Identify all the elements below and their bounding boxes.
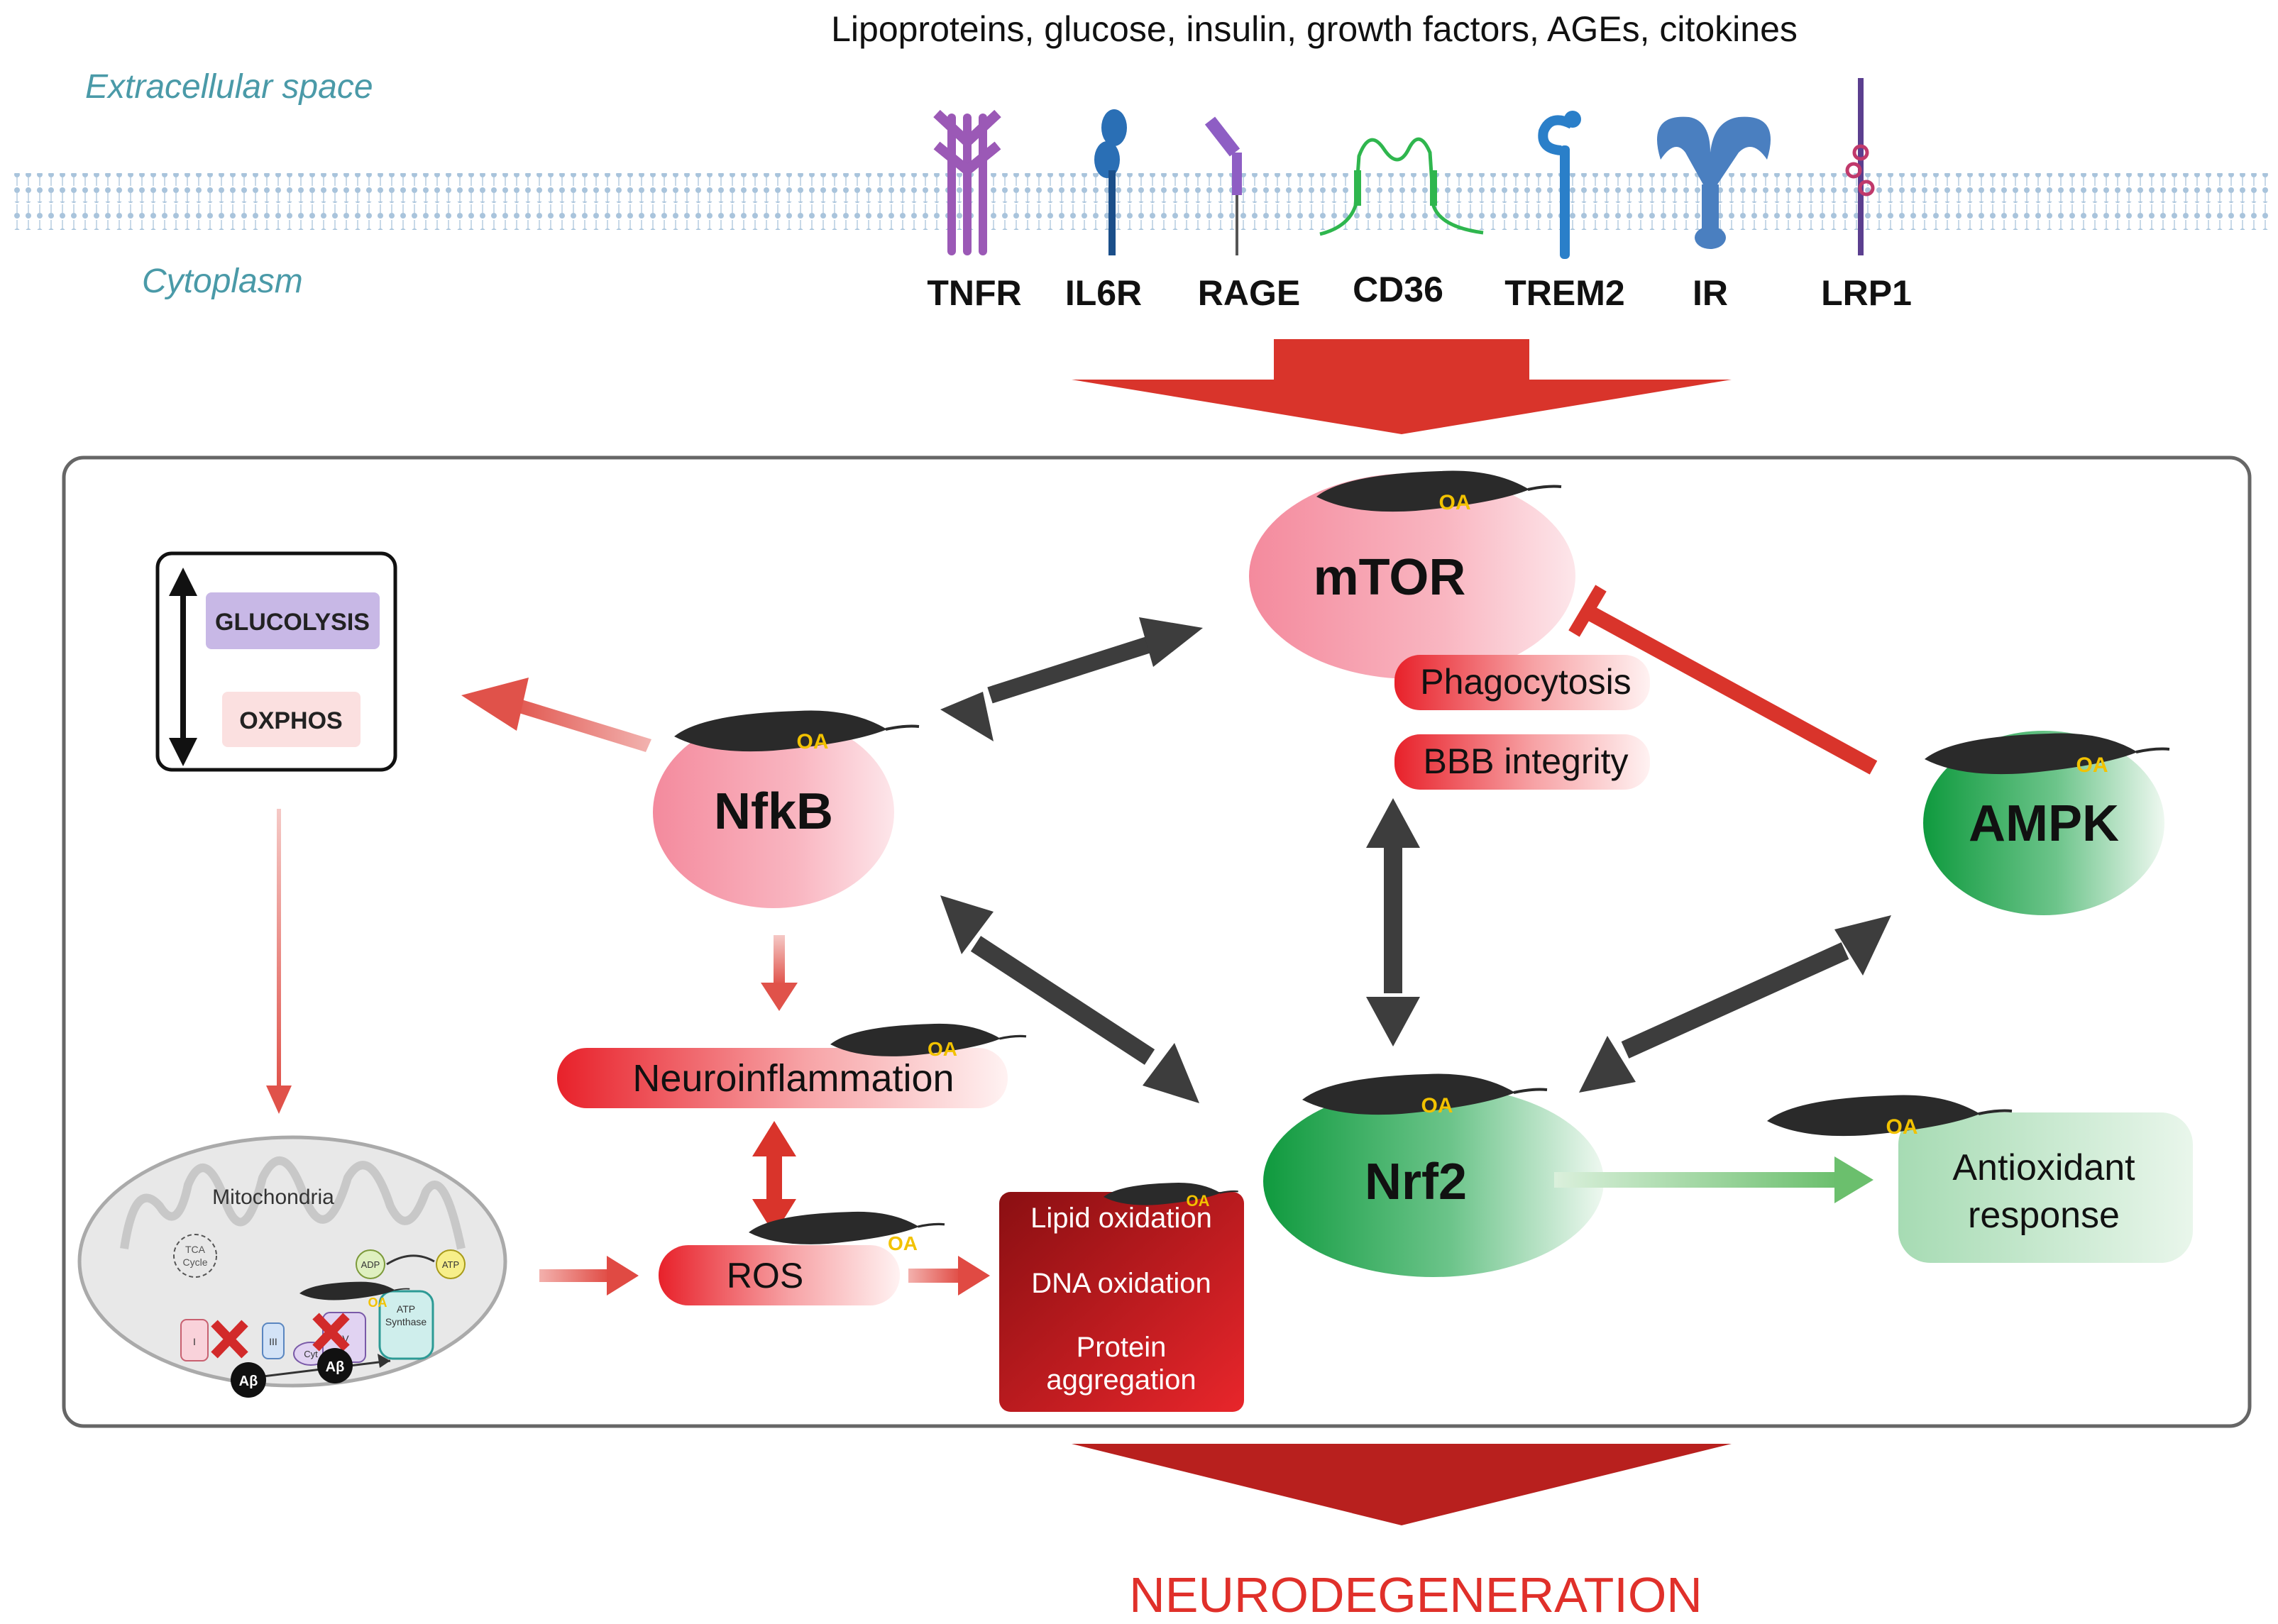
dna-oxidation-label: DNA oxidation — [1031, 1268, 1211, 1299]
ir-receptor-icon — [1657, 116, 1771, 249]
ros-to-damage-arrow — [908, 1256, 990, 1296]
mitochondria-icon: Mitochondria TCA Cycle ADP ATP I III Cyt… — [77, 1135, 507, 1398]
neuroinflammation-label: Neuroinflammation — [632, 1057, 954, 1100]
ampk-label: AMPK — [1969, 795, 2119, 852]
cytoplasm-label: Cytoplasm — [142, 263, 303, 300]
bbb-integrity-tag: BBB integrity — [1394, 734, 1650, 790]
cyt-label: Cyt — [304, 1349, 318, 1359]
abeta-label: Aβ — [326, 1359, 345, 1375]
complex-3-label: III — [269, 1336, 277, 1347]
neurodegeneration-label: NEURODEGENERATION — [1129, 1567, 1702, 1623]
mtor-node: mTOR OA — [1249, 469, 1575, 679]
oa-label: OA — [368, 1296, 387, 1310]
ampk-node: AMPK OA — [1923, 731, 2171, 915]
oa-label: OA — [1886, 1115, 1918, 1139]
ampk-inhibits-mtor-line — [1568, 585, 1878, 775]
protein-label: Protein — [1077, 1332, 1167, 1363]
ampk-nrf2-double-arrow — [1579, 915, 1891, 1093]
phagocytosis-label: Phagocytosis — [1420, 662, 1631, 702]
nrf2-to-antioxidant-arrow — [1554, 1156, 1873, 1203]
abeta-label: Aβ — [239, 1374, 258, 1389]
receptor-label: TREM2 — [1504, 273, 1624, 313]
tca-label-2: Cycle — [182, 1256, 207, 1268]
atp-synthase-label-1: ATP — [397, 1303, 415, 1315]
signal-down-arrow — [1072, 339, 1732, 434]
antioxidant-label-2: response — [1968, 1195, 2120, 1236]
mtor-nrf2-double-arrow — [1366, 798, 1420, 1046]
receptor-label: RAGE — [1198, 273, 1300, 313]
tca-label-1: TCA — [185, 1244, 206, 1255]
tnfr-receptor-icon — [933, 109, 1001, 255]
oa-label: OA — [1187, 1192, 1210, 1210]
down-arrow-icon — [169, 738, 197, 766]
nfkb-to-metabolism-arrow — [461, 678, 651, 752]
metabolism-box: GLUCOLYSIS OXPHOS — [155, 551, 397, 772]
cross-icon — [211, 1320, 248, 1359]
receptor-label: IR — [1693, 273, 1728, 313]
extracellular-space-label: Extracellular space — [85, 68, 373, 106]
ros-label: ROS — [727, 1256, 803, 1296]
oa-label: OA — [797, 730, 829, 753]
atp-synthase-label-2: Synthase — [385, 1316, 427, 1327]
lipid-oxidation-label: Lipid oxidation — [1030, 1203, 1212, 1234]
nfkb-node: NfkB OA — [653, 709, 920, 908]
ligands-label: Lipoproteins, glucose, insulin, growth f… — [831, 9, 1798, 49]
antioxidant-label-1: Antioxidant — [1952, 1147, 2135, 1188]
receptor-label: CD36 — [1353, 270, 1443, 309]
receptor-label: IL6R — [1065, 273, 1142, 313]
phagocytosis-tag: Phagocytosis — [1394, 655, 1650, 710]
receptor-labels: TNFR IL6R RAGE CD36 TREM2 IR LRP1 — [927, 270, 1912, 313]
nfkb-label: NfkB — [714, 783, 833, 840]
cell-membrane — [13, 173, 2269, 230]
glycolysis-label: GLUCOLYSIS — [215, 609, 370, 636]
neuroinflammation-ros-double-arrow — [752, 1121, 796, 1234]
complex-1-label: I — [193, 1336, 196, 1347]
mitochondria-to-ros-arrow — [539, 1256, 639, 1296]
cd36-receptor-icon — [1319, 137, 1484, 236]
receptor-label: LRP1 — [1821, 273, 1912, 313]
oa-label: OA — [1439, 491, 1471, 514]
up-arrow-icon — [169, 568, 197, 596]
aggregation-label: aggregation — [1046, 1364, 1196, 1396]
rage-receptor-icon — [1204, 116, 1242, 255]
bbb-integrity-label: BBB integrity — [1423, 741, 1628, 781]
oxidative-damage-box: Lipid oxidation DNA oxidation Protein ag… — [999, 1181, 1244, 1412]
oa-label: OA — [1421, 1094, 1453, 1117]
nfkb-to-neuroinflammation-arrow — [761, 935, 798, 1011]
oa-label: OA — [2076, 753, 2108, 777]
mitochondria-label: Mitochondria — [212, 1186, 334, 1209]
oa-label: OA — [928, 1038, 957, 1060]
il6r-receptor-icon — [1094, 109, 1127, 255]
oa-label: OA — [888, 1232, 918, 1254]
neuroinflammation-tag: Neuroinflammation OA — [557, 1022, 1028, 1108]
nrf2-label: Nrf2 — [1365, 1154, 1467, 1210]
lrp1-receptor-icon — [1845, 78, 1875, 255]
nrf2-node: Nrf2 OA — [1263, 1072, 1604, 1277]
receptor-label: TNFR — [927, 273, 1021, 313]
atp-label: ATP — [442, 1259, 459, 1270]
neurodegeneration-arrow — [1072, 1444, 1732, 1525]
antioxidant-response-box: Antioxidant response OA — [1766, 1093, 2193, 1263]
nfkb-mtor-double-arrow — [940, 617, 1203, 741]
adp-label: ADP — [361, 1259, 380, 1270]
nfkb-nrf2-double-arrow — [940, 895, 1199, 1103]
metabolism-to-mitochondria-arrow — [266, 809, 292, 1114]
ros-tag: ROS OA — [659, 1210, 946, 1305]
cross-icon — [312, 1313, 350, 1352]
mtor-label: mTOR — [1314, 549, 1466, 606]
trem2-receptor-icon — [1538, 111, 1581, 259]
oxphos-label: OXPHOS — [239, 707, 342, 734]
